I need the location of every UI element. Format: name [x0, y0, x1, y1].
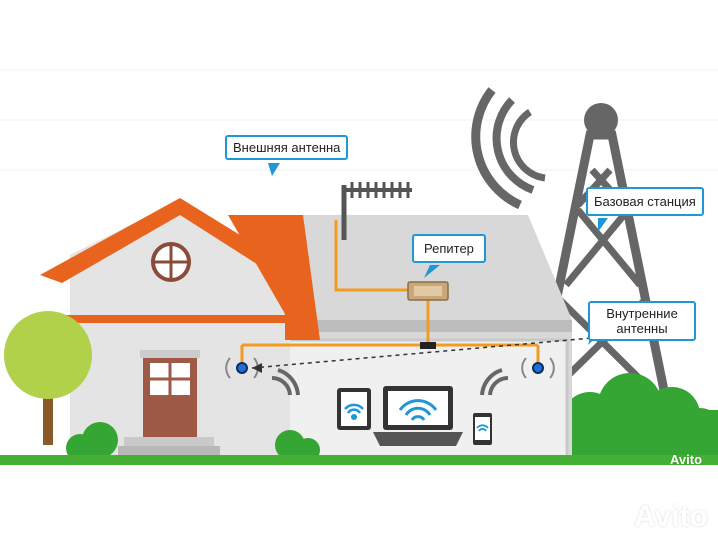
external-antenna-label: Внешняя антенна	[225, 135, 349, 160]
base-station-label: Базовая станция	[586, 187, 704, 216]
wifi-icon	[398, 399, 438, 421]
callout-tail	[598, 218, 608, 232]
signal-arrow-icon	[252, 363, 262, 373]
signal-line	[251, 337, 593, 369]
internal-antenna-left	[225, 357, 300, 396]
tablet-icon	[337, 388, 371, 430]
internal-antennas-line2: антенны	[616, 321, 668, 336]
laptop-icon	[373, 386, 463, 446]
right-bushes	[562, 373, 718, 460]
ground	[0, 455, 718, 465]
internal-antennas-line1: Внутренние	[606, 306, 678, 321]
internal-antenna-right	[480, 357, 555, 396]
repeater-icon	[407, 281, 449, 301]
watermark-large: Avito	[634, 500, 708, 533]
cables	[240, 220, 540, 365]
callout-tail	[424, 265, 440, 278]
wifi-icon	[476, 424, 489, 432]
phone-icon	[473, 413, 492, 445]
wifi-icon	[344, 403, 364, 421]
splitter	[420, 342, 436, 349]
antenna-icon	[341, 182, 412, 240]
tree-icon	[4, 311, 92, 445]
callout-tail	[268, 163, 280, 176]
repeater-label: Репитер	[412, 234, 486, 263]
internal-antennas-label: Внутренние антенны	[588, 301, 696, 341]
house	[40, 198, 320, 460]
watermark-small: Avito	[670, 452, 703, 467]
